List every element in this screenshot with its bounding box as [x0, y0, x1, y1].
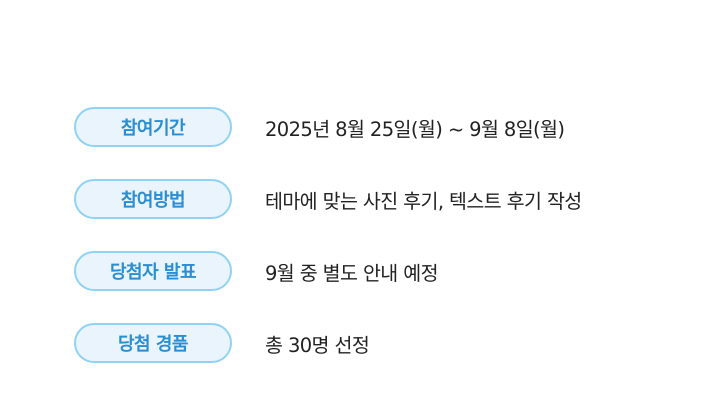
period-label-badge: 참여기간 [74, 107, 232, 147]
prize-row: 당첨 경품 총 30명 선정 [74, 323, 694, 363]
announcement-label-badge: 당첨자 발표 [74, 251, 232, 291]
announcement-row: 당첨자 발표 9월 중 별도 안내 예정 [74, 251, 694, 291]
method-label-badge: 참여방법 [74, 179, 232, 219]
event-info-list: 참여기간 2025년 8월 25일(월) ~ 9월 8일(월) 참여방법 테마에… [74, 107, 694, 363]
period-row: 참여기간 2025년 8월 25일(월) ~ 9월 8일(월) [74, 107, 694, 147]
method-value: 테마에 맞는 사진 후기, 텍스트 후기 작성 [265, 189, 582, 213]
period-value: 2025년 8월 25일(월) ~ 9월 8일(월) [265, 117, 565, 141]
announcement-value: 9월 중 별도 안내 예정 [265, 261, 439, 285]
method-row: 참여방법 테마에 맞는 사진 후기, 텍스트 후기 작성 [74, 179, 694, 219]
prize-value: 총 30명 선정 [265, 333, 370, 357]
prize-label-badge: 당첨 경품 [74, 323, 232, 363]
